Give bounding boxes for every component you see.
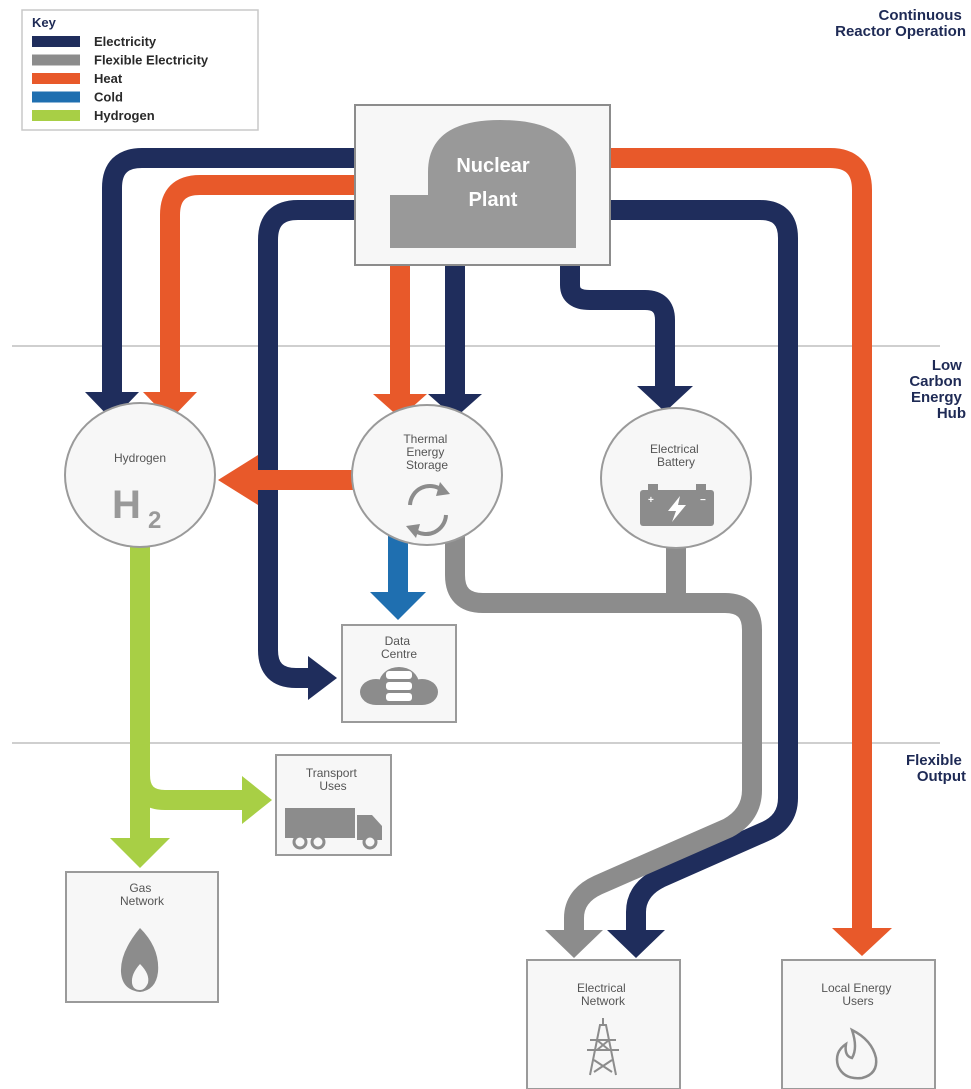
- flow-electricity-to-data-centre: [258, 200, 360, 688]
- legend-label-1: Flexible Electricity: [94, 53, 209, 68]
- zone-label-flexible-output: Flexible Output: [906, 752, 966, 785]
- pylon-icon: [587, 1018, 619, 1076]
- electrical-network-label: Electrical Network: [577, 981, 629, 1008]
- arrowhead-heat-thermal-to-hydrogen: [218, 455, 258, 505]
- arrowhead-cold-data-centre: [370, 592, 426, 620]
- arrowhead-hydrogen-transport: [242, 776, 272, 824]
- data-centre-label: Data Centre: [381, 634, 417, 661]
- nuclear-plant-label-line2: Plant: [469, 189, 518, 211]
- local-energy-users-node: Local Energy Users: [781, 959, 936, 1089]
- flow-electricity-to-hydrogen: [102, 148, 360, 395]
- legend-swatch-0: [32, 36, 80, 47]
- electrical-battery-node: Electrical Battery + −: [600, 407, 752, 549]
- data-centre-node: Data Centre: [341, 624, 457, 723]
- arrowhead-flex-network: [545, 930, 603, 958]
- thermal-storage-node: Thermal Energy Storage: [351, 404, 503, 546]
- heat-flame-icon: [835, 1027, 878, 1080]
- flow-heat-to-hydrogen: [160, 175, 360, 395]
- flow-flex-thermal-to-network: [445, 535, 762, 930]
- transport-uses-node: Transport Uses: [275, 754, 392, 856]
- legend-swatch-4: [32, 110, 80, 121]
- legend-swatch-2: [32, 73, 80, 84]
- zone-label-low-carbon-hub: Low Carbon Energy Hub: [909, 357, 966, 422]
- gas-network-label: Gas Network: [120, 881, 165, 908]
- battery-label: Electrical Battery: [650, 442, 702, 469]
- arrowhead-electricity-battery: [637, 386, 693, 412]
- arrowhead-electricity-thermal: [428, 394, 482, 418]
- local-energy-users-label: Local Energy Users: [821, 981, 894, 1008]
- flow-electricity-to-battery: [560, 265, 675, 390]
- legend-label-2: Heat: [94, 71, 123, 86]
- nuclear-plant-node: Nuclear Plant: [354, 104, 611, 266]
- h2-symbol: H: [112, 483, 141, 527]
- flow-hydrogen-to-transport: [130, 774, 245, 810]
- electrical-network-node: Electrical Network: [526, 959, 681, 1089]
- arrowhead-electricity-network: [607, 930, 665, 958]
- hydrogen-node: Hydrogen H 2: [64, 402, 216, 548]
- hydrogen-node-title: Hydrogen: [114, 451, 166, 465]
- thermal-storage-label: Thermal Energy Storage: [403, 432, 450, 472]
- legend-title: Key: [32, 15, 57, 30]
- arrowhead-heat-local-users: [832, 928, 892, 956]
- svg-text:+: +: [648, 495, 654, 506]
- legend-label-0: Electricity: [94, 34, 157, 49]
- arrowhead-heat-thermal: [373, 394, 427, 418]
- legend-swatch-1: [32, 54, 80, 66]
- gas-network-node: Gas Network: [65, 871, 219, 1003]
- flow-electricity-to-electrical-network: [610, 200, 798, 930]
- transport-label: Transport Uses: [306, 766, 360, 793]
- h2-subscript: 2: [148, 507, 161, 534]
- gas-flame-icon: [120, 928, 159, 992]
- arrowhead-heat-hydrogen: [143, 392, 197, 420]
- legend-label-3: Cold: [94, 90, 123, 105]
- flow-heat-to-local-users: [610, 148, 872, 928]
- cycle-arrows-icon: [406, 482, 450, 538]
- truck-icon: [285, 808, 382, 850]
- battery-icon: + −: [640, 484, 714, 526]
- nuclear-plant-label-line1: Nuclear: [456, 155, 530, 177]
- legend-label-4: Hydrogen: [94, 108, 155, 123]
- arrowhead-electricity-hydrogen: [85, 392, 139, 420]
- arrowhead-electricity-data-centre: [308, 656, 337, 700]
- legend-swatch-3: [32, 91, 80, 103]
- svg-text:−: −: [700, 495, 706, 506]
- arrowhead-hydrogen-gas: [110, 838, 170, 868]
- zone-label-continuous: Continuous Reactor Operation: [835, 7, 966, 40]
- server-cloud-icon: [360, 667, 438, 705]
- reactor-dome-icon: [390, 120, 576, 248]
